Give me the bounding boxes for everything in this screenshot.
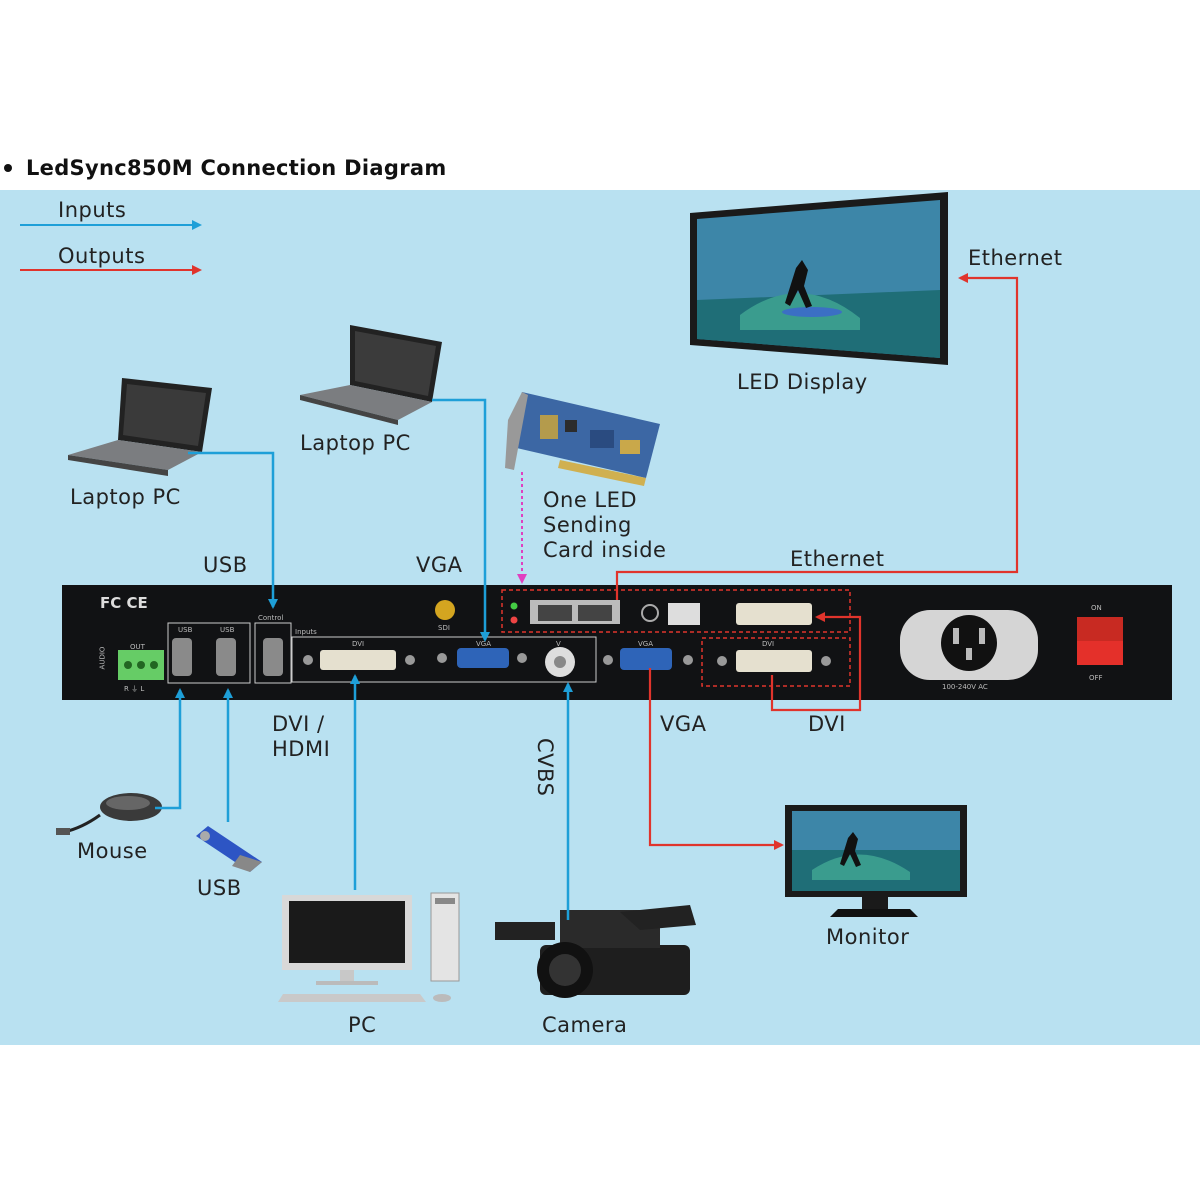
v-label: V — [556, 640, 561, 648]
dvi-hdmi-label: DVI / HDMI — [272, 712, 331, 761]
usb-control-port — [263, 638, 283, 676]
off-label: OFF — [1089, 674, 1103, 682]
monitor-icon — [785, 805, 967, 917]
vga-input-label: VGA — [476, 640, 492, 648]
vga-laptop-line — [432, 398, 490, 642]
sending-card-label: One LED Sending Card inside — [543, 488, 667, 562]
certification-marks: FC CE — [100, 594, 148, 612]
vga-input-port — [457, 648, 509, 668]
on-label: ON — [1091, 604, 1102, 612]
laptop-middle-label: Laptop PC — [300, 431, 411, 455]
usb-laptop-line — [188, 451, 278, 609]
ethernet-top-label: Ethernet — [968, 246, 1063, 270]
sdi-port — [435, 600, 455, 620]
usb-port-2 — [216, 638, 236, 676]
dvi-output-port — [736, 650, 812, 672]
power-label: 100-240V AC — [942, 683, 988, 691]
mouse-icon — [56, 793, 162, 835]
dvi-input-label: DVI — [352, 640, 365, 648]
ethernet-mid-label: Ethernet — [790, 547, 885, 571]
cvbs-label: CVBS — [533, 738, 557, 797]
vga-output-label: VGA — [638, 640, 654, 648]
rl-label: R ⏚ L — [124, 685, 145, 693]
legend-outputs-label: Outputs — [58, 244, 146, 268]
led-display-icon — [690, 192, 948, 365]
dvi-card-port — [736, 603, 812, 625]
bullet-icon — [4, 164, 12, 172]
dvi-loop-line — [770, 612, 862, 712]
ethernet-led-line — [615, 273, 1019, 600]
pc-icon — [278, 892, 460, 1002]
legend-inputs-label: Inputs — [58, 198, 127, 222]
diagram-title: LedSync850M Connection Diagram — [0, 156, 447, 180]
usb-port-1 — [172, 638, 192, 676]
control-label: Control — [258, 614, 284, 622]
sending-card-icon — [505, 392, 660, 486]
dvi-out-label: DVI — [808, 712, 846, 736]
usb-port-2-label: USB — [220, 626, 235, 634]
out-label: OUT — [130, 643, 145, 651]
dvi-output-label: DVI — [762, 640, 775, 648]
mouse-label: Mouse — [77, 839, 148, 863]
laptop-left-icon — [68, 378, 212, 476]
usb-bottom-label: USB — [197, 876, 242, 900]
vga-top-label: VGA — [416, 553, 463, 577]
led-display-label: LED Display — [737, 370, 868, 394]
laptop-left-label: Laptop PC — [70, 485, 181, 509]
dvi-input-port — [320, 650, 396, 670]
vga-output-port — [620, 648, 672, 670]
vga-out-label: VGA — [660, 712, 707, 736]
inputs-label: Inputs — [295, 628, 317, 636]
usb-top-label: USB — [203, 553, 248, 577]
camera-label: Camera — [542, 1013, 628, 1037]
laptop-middle-icon — [300, 325, 442, 425]
sdi-label: SDI — [438, 624, 450, 632]
monitor-label: Monitor — [826, 925, 910, 949]
vga-monitor-line — [648, 668, 784, 850]
diagram-title-text: LedSync850M Connection Diagram — [26, 156, 447, 180]
mouse-line — [155, 688, 185, 810]
camera-icon — [495, 905, 696, 998]
usb-stick-icon — [196, 826, 262, 872]
usb-port-1-label: USB — [178, 626, 193, 634]
pc-label: PC — [348, 1013, 377, 1037]
